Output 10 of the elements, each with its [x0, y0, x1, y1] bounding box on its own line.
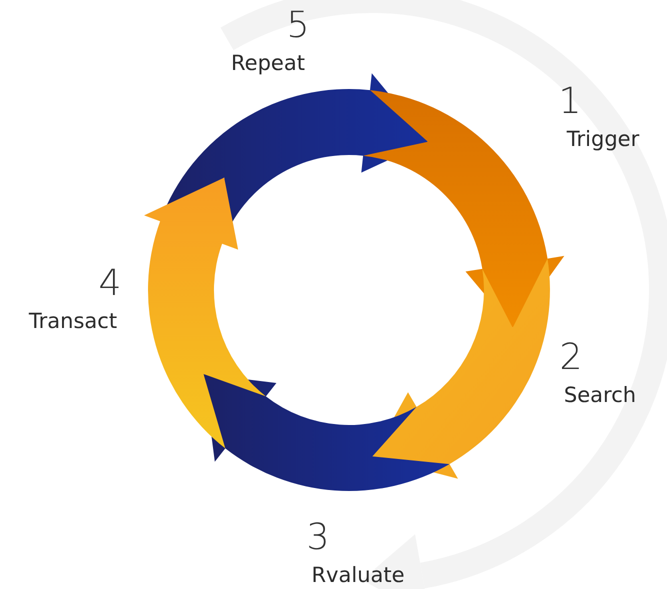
- step-number: 4: [98, 264, 122, 304]
- step-number: 5: [286, 6, 310, 46]
- step-label: Repeat: [231, 50, 305, 76]
- step-number: 2: [560, 338, 582, 378]
- step-number: 3: [306, 518, 330, 558]
- step-label: Trigger: [566, 126, 640, 152]
- step-label: Transact: [28, 308, 118, 334]
- step-label: Search: [564, 382, 636, 408]
- step-label: Rvaluate: [311, 562, 405, 588]
- step-number: 1: [558, 82, 582, 122]
